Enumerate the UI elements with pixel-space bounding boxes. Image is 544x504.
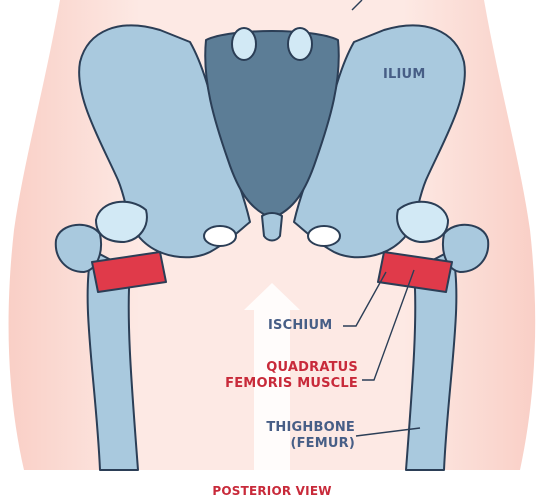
ischium-label: ISCHIUM — [268, 318, 332, 334]
right-obturator — [308, 226, 340, 246]
quadratus-label-line-1: QUADRATUS — [225, 360, 358, 376]
left-femoral-head — [96, 202, 147, 242]
quadratus-femoris-label: QUADRATUS FEMORIS MUSCLE — [225, 360, 358, 392]
ilium-label: ILIUM — [383, 67, 425, 83]
thighbone-label-line-1: THIGHBONE — [266, 420, 355, 436]
right-femoral-head — [397, 202, 448, 242]
quadratus-label-line-2: FEMORIS MUSCLE — [225, 376, 358, 392]
thighbone-label-line-2: (FEMUR) — [266, 436, 355, 452]
coccyx — [262, 213, 282, 241]
left-obturator — [204, 226, 236, 246]
sacral-process — [288, 28, 312, 60]
sacral-process — [232, 28, 256, 60]
thighbone-label: THIGHBONE (FEMUR) — [266, 420, 355, 452]
posterior-view-caption: POSTERIOR VIEW — [0, 483, 544, 499]
